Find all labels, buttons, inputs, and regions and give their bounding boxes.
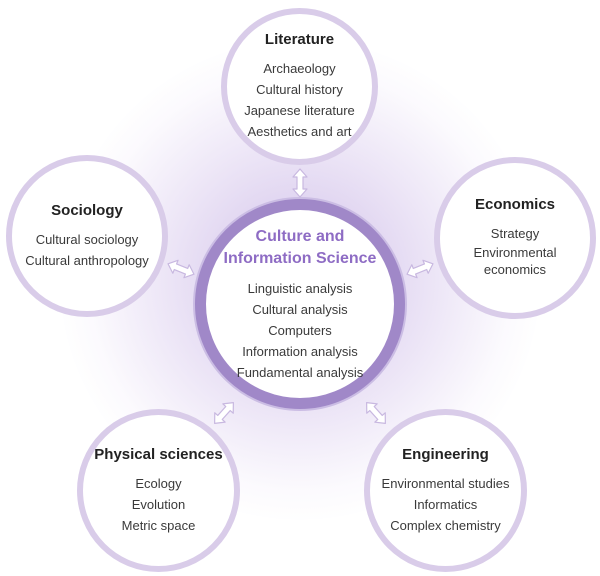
center-node: Culture and Information Science Linguist… bbox=[195, 199, 405, 409]
center-item: Linguistic analysis bbox=[247, 280, 353, 296]
sociology-title: Sociology bbox=[51, 201, 123, 219]
engineering-item: Environmental studies bbox=[381, 475, 510, 491]
economics-node: Economics Strategy Environmental economi… bbox=[434, 157, 596, 319]
engineering-title: Engineering bbox=[402, 445, 489, 463]
physical-sciences-item: Evolution bbox=[131, 496, 186, 512]
literature-node: Literature Archaeology Cultural history … bbox=[221, 8, 378, 165]
center-title: Culture and Information Science bbox=[224, 226, 377, 270]
economics-item: Strategy bbox=[490, 225, 540, 241]
literature-item: Japanese literature bbox=[244, 103, 355, 118]
economics-title: Economics bbox=[474, 195, 556, 213]
center-item: Computers bbox=[268, 322, 332, 338]
literature-title: Literature bbox=[264, 31, 335, 48]
physical-sciences-item: Ecology bbox=[135, 475, 182, 491]
physical-sciences-node: Physical sciences Ecology Evolution Metr… bbox=[77, 409, 240, 572]
center-title-line1: Culture and bbox=[255, 227, 345, 245]
literature-item: Aesthetics and art bbox=[247, 124, 352, 139]
literature-item: Archaeology bbox=[263, 61, 336, 76]
center-item: Information analysis bbox=[242, 343, 358, 359]
engineering-node: Engineering Environmental studies Inform… bbox=[364, 409, 527, 572]
physical-sciences-item: Metric space bbox=[121, 517, 196, 533]
sociology-node: Sociology Cultural sociology Cultural an… bbox=[6, 155, 168, 317]
engineering-item: Complex chemistry bbox=[390, 517, 501, 533]
economics-item: Environmental economics bbox=[473, 244, 557, 277]
physical-sciences-title: Physical sciences bbox=[94, 445, 223, 463]
sociology-item: Cultural anthropology bbox=[25, 252, 149, 268]
literature-item: Cultural history bbox=[256, 82, 343, 97]
engineering-item: Informatics bbox=[413, 496, 478, 512]
center-title-line2: Information Science bbox=[223, 249, 377, 267]
sociology-item: Cultural sociology bbox=[35, 231, 139, 247]
center-item: Cultural analysis bbox=[252, 301, 348, 317]
center-item: Fundamental analysis bbox=[236, 364, 364, 380]
